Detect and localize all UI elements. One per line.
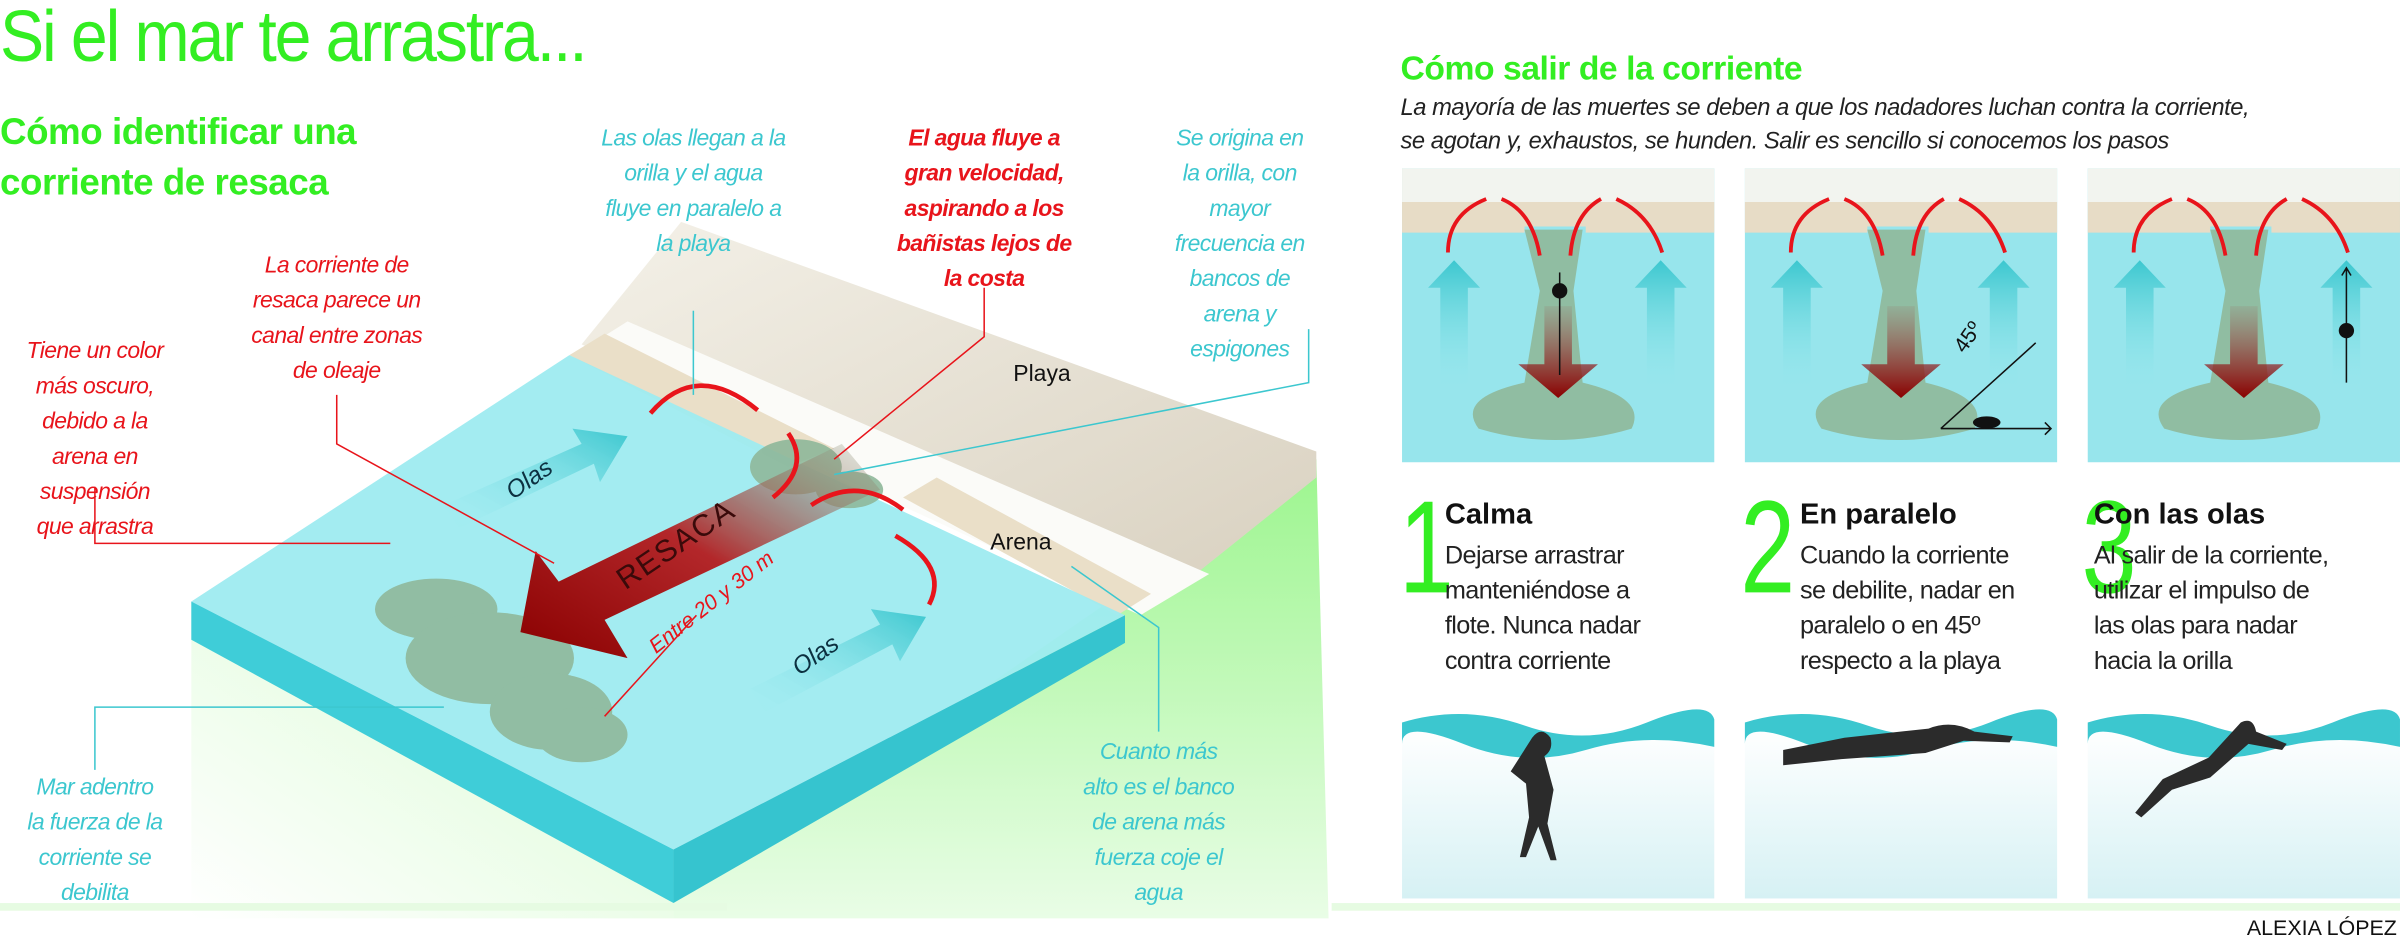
- angle-lines: [1940, 342, 2053, 436]
- wave-surface: [2087, 709, 2400, 758]
- wave-arrow-left: [2113, 260, 2166, 398]
- swimmer-figure: [2135, 720, 2287, 818]
- step-2-number: 2: [1740, 474, 1796, 622]
- beach-label: Playa: [1013, 361, 1071, 388]
- escape-intro: La mayoría de las muertes se deben a que…: [1400, 94, 2250, 155]
- step-2-text: Cuando la corriente se debilite, nadar e…: [1799, 541, 2015, 675]
- ground-line-right: [1331, 903, 2400, 911]
- beach-back: [581, 221, 1317, 600]
- identify-heading: Cómo identificar una corriente de resaca: [0, 111, 357, 204]
- current-arrows: [1446, 197, 1665, 256]
- step-3-title: Con las olas: [2093, 498, 2266, 532]
- step-2-title: En paralelo: [1799, 498, 1957, 532]
- note-sandbank: Cuanto más alto es el banco de arena más…: [1083, 739, 1235, 907]
- step-3-text: Al salir de la corriente, utilizar el im…: [2093, 541, 2329, 675]
- swimmer-figure: [1783, 724, 2013, 766]
- rip-current-diagram: [0, 221, 2400, 919]
- swimmer-icon: [2338, 322, 2355, 339]
- note-origin: Se origina en la orilla, con mayor frecu…: [1174, 125, 1305, 363]
- escape-heading: Cómo salir de la corriente: [1400, 48, 1803, 88]
- current-arrows: [2131, 197, 2350, 256]
- note-channel: La corriente de resaca parece un canal e…: [251, 252, 423, 385]
- swimmer-scene-2: [1744, 709, 2058, 899]
- waves-arrow-2: [749, 609, 927, 712]
- waves-arrow-1: [443, 428, 628, 529]
- swimmer-scene-1: [1402, 709, 1715, 899]
- swimmer-icon: [1552, 283, 1568, 299]
- surf: [2087, 168, 2400, 203]
- wave-arrow-left: [1428, 260, 1481, 398]
- swimmer-figure: [1510, 731, 1557, 861]
- water-front-left: [191, 601, 674, 904]
- water-surface: [191, 355, 1125, 850]
- escape-panel-3: [2087, 168, 2400, 463]
- sand-label: Arena: [990, 529, 1052, 556]
- water-front-right: [673, 615, 1125, 904]
- surf: [1744, 168, 2058, 203]
- current-arrows: [648, 383, 937, 606]
- note-darker-color: Tiene un color más oscuro, debido a la a…: [26, 338, 164, 541]
- step-1-title: Calma: [1444, 498, 1533, 532]
- rip-arrow: [2204, 306, 2284, 398]
- sandbank-left: [569, 333, 835, 467]
- rip-arrow: [1861, 306, 1941, 398]
- author-credit: ALEXIA LÓPEZ: [2246, 915, 2397, 940]
- rip-arrow: [1518, 306, 1598, 398]
- escape-panel-1: [1402, 168, 1715, 463]
- wave-surface: [1402, 709, 1715, 758]
- swimmer-icon: [1972, 416, 2001, 429]
- step-1-text: Dejarse arrastrar manteniéndose a flote.…: [1444, 541, 1641, 675]
- step-3-number: 3: [2081, 474, 2137, 622]
- escape-panel-2: [1744, 168, 2058, 463]
- rip-arrow: [520, 443, 881, 659]
- note-offshore: Mar adentro la fuerza de la corriente se…: [27, 774, 163, 907]
- wave-arrow-right: [1977, 260, 2030, 398]
- note-waves-parallel: Las olas llegan a la orilla y el agua fl…: [601, 125, 786, 258]
- leader-lines: [94, 287, 1310, 770]
- sandbank-right: [903, 477, 1152, 616]
- step-1-number: 1: [1398, 474, 1454, 622]
- current-arrows: [1788, 197, 2007, 256]
- note-fast-water: El agua fluye a gran velocidad, aspirand…: [896, 125, 1072, 293]
- ground-line-left: [0, 903, 728, 911]
- surf: [1402, 168, 1715, 203]
- wave-arrow-left: [1770, 260, 1823, 398]
- swimmer-scene-3: [2087, 709, 2400, 899]
- main-title: Si el mar te arrastra...: [0, 0, 588, 77]
- wave-arrow-right: [1634, 260, 1687, 398]
